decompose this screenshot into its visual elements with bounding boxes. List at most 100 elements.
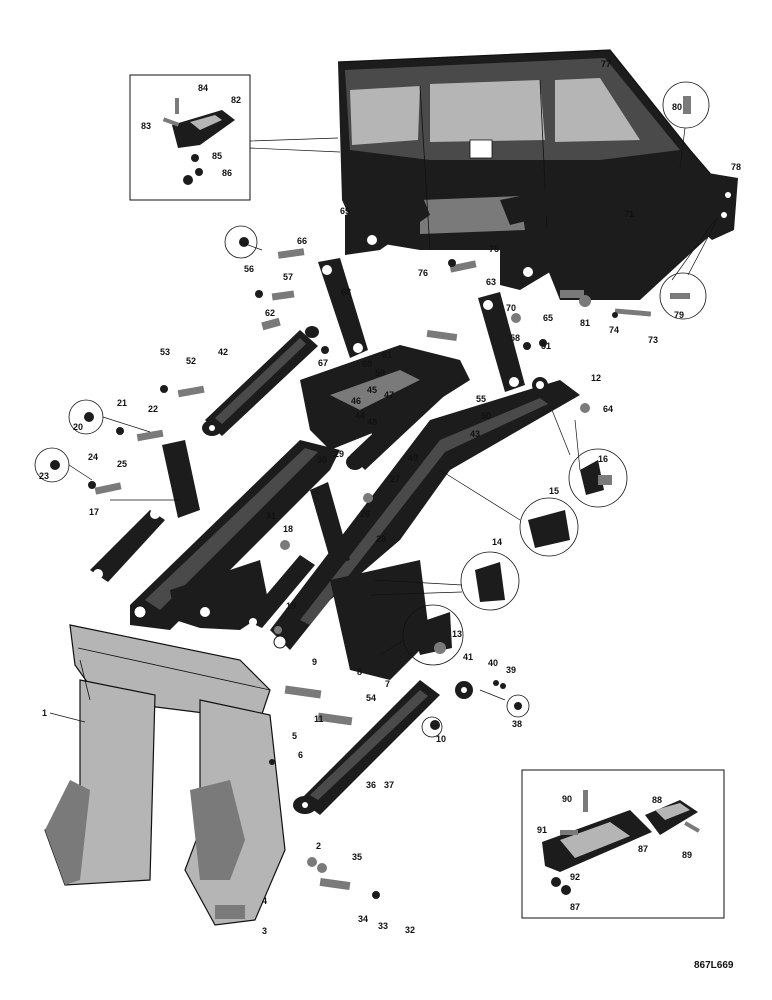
callout-74: 74 (609, 325, 619, 335)
callout-39: 39 (506, 665, 516, 675)
callout-47: 47 (384, 390, 394, 400)
callout-46: 46 (351, 396, 361, 406)
detail-circle-13 (402, 604, 464, 666)
callout-49: 49 (408, 453, 418, 463)
callout-29: 29 (334, 449, 344, 459)
callout-88: 88 (652, 795, 662, 805)
callouts: 1 2 3 4 5 6 7 8 9 10 11 12 13 14 15 16 1… (39, 59, 741, 971)
callout-92: 92 (570, 872, 580, 882)
callout-1: 1 (42, 708, 47, 718)
callout-19: 19 (286, 601, 296, 611)
lift-cylinder-36 (293, 680, 440, 815)
link-63 (478, 292, 525, 392)
callout-45: 45 (367, 385, 377, 395)
bucket-mount-brackets (345, 180, 610, 290)
callout-38: 38 (512, 719, 522, 729)
callout-57: 57 (283, 272, 293, 282)
callout-34: 34 (358, 914, 368, 924)
callout-32: 32 (405, 925, 415, 935)
callout-65: 65 (543, 313, 553, 323)
callout-53: 53 (160, 347, 170, 357)
link-66 (318, 258, 368, 358)
callout-12: 12 (591, 373, 601, 383)
detail-circle-10 (421, 716, 443, 738)
callout-89: 89 (682, 850, 692, 860)
callout-62: 62 (265, 308, 275, 318)
callout-52: 52 (186, 356, 196, 366)
callout-70: 70 (506, 303, 516, 313)
callout-7: 7 (385, 679, 390, 689)
detail-circle-16 (568, 448, 628, 508)
callout-55: 55 (476, 394, 486, 404)
callout-60: 60 (362, 359, 372, 369)
mounting-frame (44, 624, 286, 926)
callout-18: 18 (283, 524, 293, 534)
callout-6: 6 (298, 750, 303, 760)
callout-42: 42 (218, 347, 228, 357)
callout-84: 84 (198, 83, 208, 93)
callout-9: 9 (312, 657, 317, 667)
callout-67: 67 (318, 358, 328, 368)
callout-69: 69 (340, 206, 350, 216)
callout-3: 3 (262, 926, 267, 936)
callout-31: 31 (266, 511, 276, 521)
callout-50: 50 (481, 411, 491, 421)
bucket (337, 49, 738, 300)
callout-14: 14 (492, 537, 502, 547)
callout-51: 51 (541, 341, 551, 351)
callout-59: 59 (375, 368, 385, 378)
callout-81: 81 (580, 318, 590, 328)
center-cylinder (346, 370, 456, 470)
callout-26: 26 (360, 509, 370, 519)
callout-4: 4 (262, 896, 267, 906)
detail-circle-15 (519, 497, 579, 557)
callout-37: 37 (384, 780, 394, 790)
callout-54: 54 (366, 693, 376, 703)
callout-56: 56 (244, 264, 254, 274)
callout-27: 27 (390, 474, 400, 484)
callout-75: 75 (489, 244, 499, 254)
inset-box-tooth (129, 74, 251, 201)
callout-36: 36 (366, 780, 376, 790)
callout-77: 77 (601, 59, 611, 69)
callout-17: 17 (89, 507, 99, 517)
callout-16: 16 (598, 454, 608, 464)
link-26 (310, 482, 350, 566)
callout-35: 35 (352, 852, 362, 862)
callout-85: 85 (212, 151, 222, 161)
callout-87b: 87 (570, 902, 580, 912)
callout-63: 63 (486, 277, 496, 287)
pins (88, 248, 652, 899)
callout-22: 22 (148, 404, 158, 414)
callout-61: 61 (382, 350, 392, 360)
callout-10: 10 (436, 734, 446, 744)
callout-5: 5 (292, 731, 297, 741)
callout-68: 68 (341, 287, 351, 297)
callout-28: 28 (376, 534, 386, 544)
callout-79: 79 (674, 310, 684, 320)
callout-13: 13 (452, 629, 462, 639)
callout-43: 43 (470, 429, 480, 439)
detail-circle-79 (659, 272, 707, 320)
callout-76: 76 (418, 268, 428, 278)
link-19 (245, 555, 315, 628)
tilt-cylinder-41 (202, 326, 319, 436)
callout-20: 20 (73, 422, 83, 432)
callout-90: 90 (562, 794, 572, 804)
callout-2: 2 (316, 841, 321, 851)
callout-44: 44 (355, 411, 365, 421)
right-lift-arm (270, 377, 580, 680)
callout-73: 73 (648, 335, 658, 345)
detail-circle-80 (662, 81, 710, 129)
callout-41: 41 (463, 652, 473, 662)
callout-83: 83 (141, 121, 151, 131)
catalog-number: 867L669 (694, 960, 734, 971)
callout-11: 11 (314, 714, 324, 724)
callout-48: 48 (367, 417, 377, 427)
detail-circle-14 (460, 551, 520, 611)
callout-66: 66 (297, 236, 307, 246)
callout-33: 33 (378, 921, 388, 931)
callout-82: 82 (231, 95, 241, 105)
callout-78: 78 (731, 162, 741, 172)
